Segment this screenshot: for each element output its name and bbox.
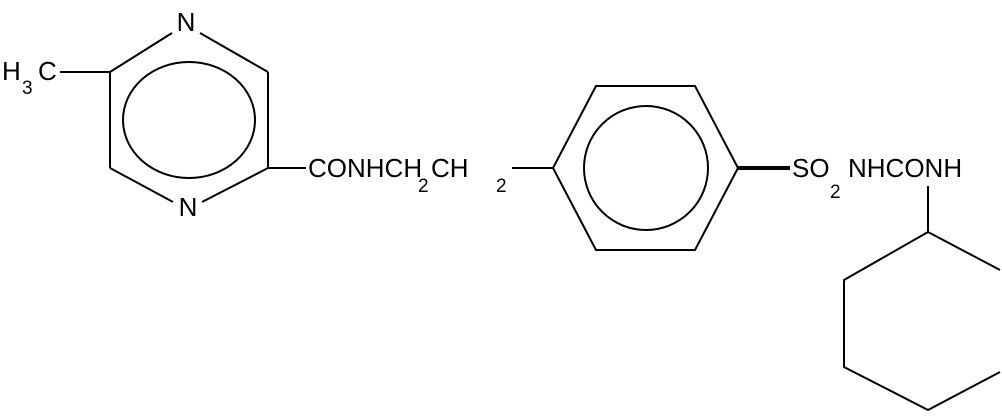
pyrazine-n-bottom: N <box>179 192 198 222</box>
amide-subscript-1: 2 <box>418 176 429 197</box>
bond-n4-c5 <box>109 167 174 203</box>
pyrazine-n-top: N <box>177 7 196 37</box>
bond-n1-c2 <box>199 32 269 73</box>
bond-c3-n4 <box>201 167 269 203</box>
methyl-subscript: 3 <box>22 78 33 99</box>
sulfonyl-so: SO <box>792 153 830 183</box>
amide-subscript-2: 2 <box>496 176 507 197</box>
amide-text-main: CONHCH <box>308 153 422 183</box>
methyl-label: H 3 C <box>2 56 57 99</box>
pyrazine-ring <box>109 32 269 203</box>
sulfonyl-nhconh: NHCONH <box>848 153 962 183</box>
sulfonyl-subscript: 2 <box>830 182 841 203</box>
methyl-h: H <box>2 56 21 86</box>
amide-text-ch: CH <box>431 153 469 183</box>
benzene-aromatic-circle <box>583 105 709 231</box>
benzene-hexagon <box>551 85 740 251</box>
sulfonyl-label: SO 2 NHCONH <box>792 153 962 203</box>
methyl-c: C <box>38 56 57 86</box>
bond-c6-n1 <box>109 32 173 73</box>
amide-linker-label: CONHCH 2 CH 2 <box>308 153 507 197</box>
pyrazine-aromatic-circle <box>122 61 256 179</box>
cyclohexane-ring <box>843 230 1001 412</box>
benzene-ring <box>551 85 740 251</box>
cyclohexane-outline <box>843 230 1001 412</box>
